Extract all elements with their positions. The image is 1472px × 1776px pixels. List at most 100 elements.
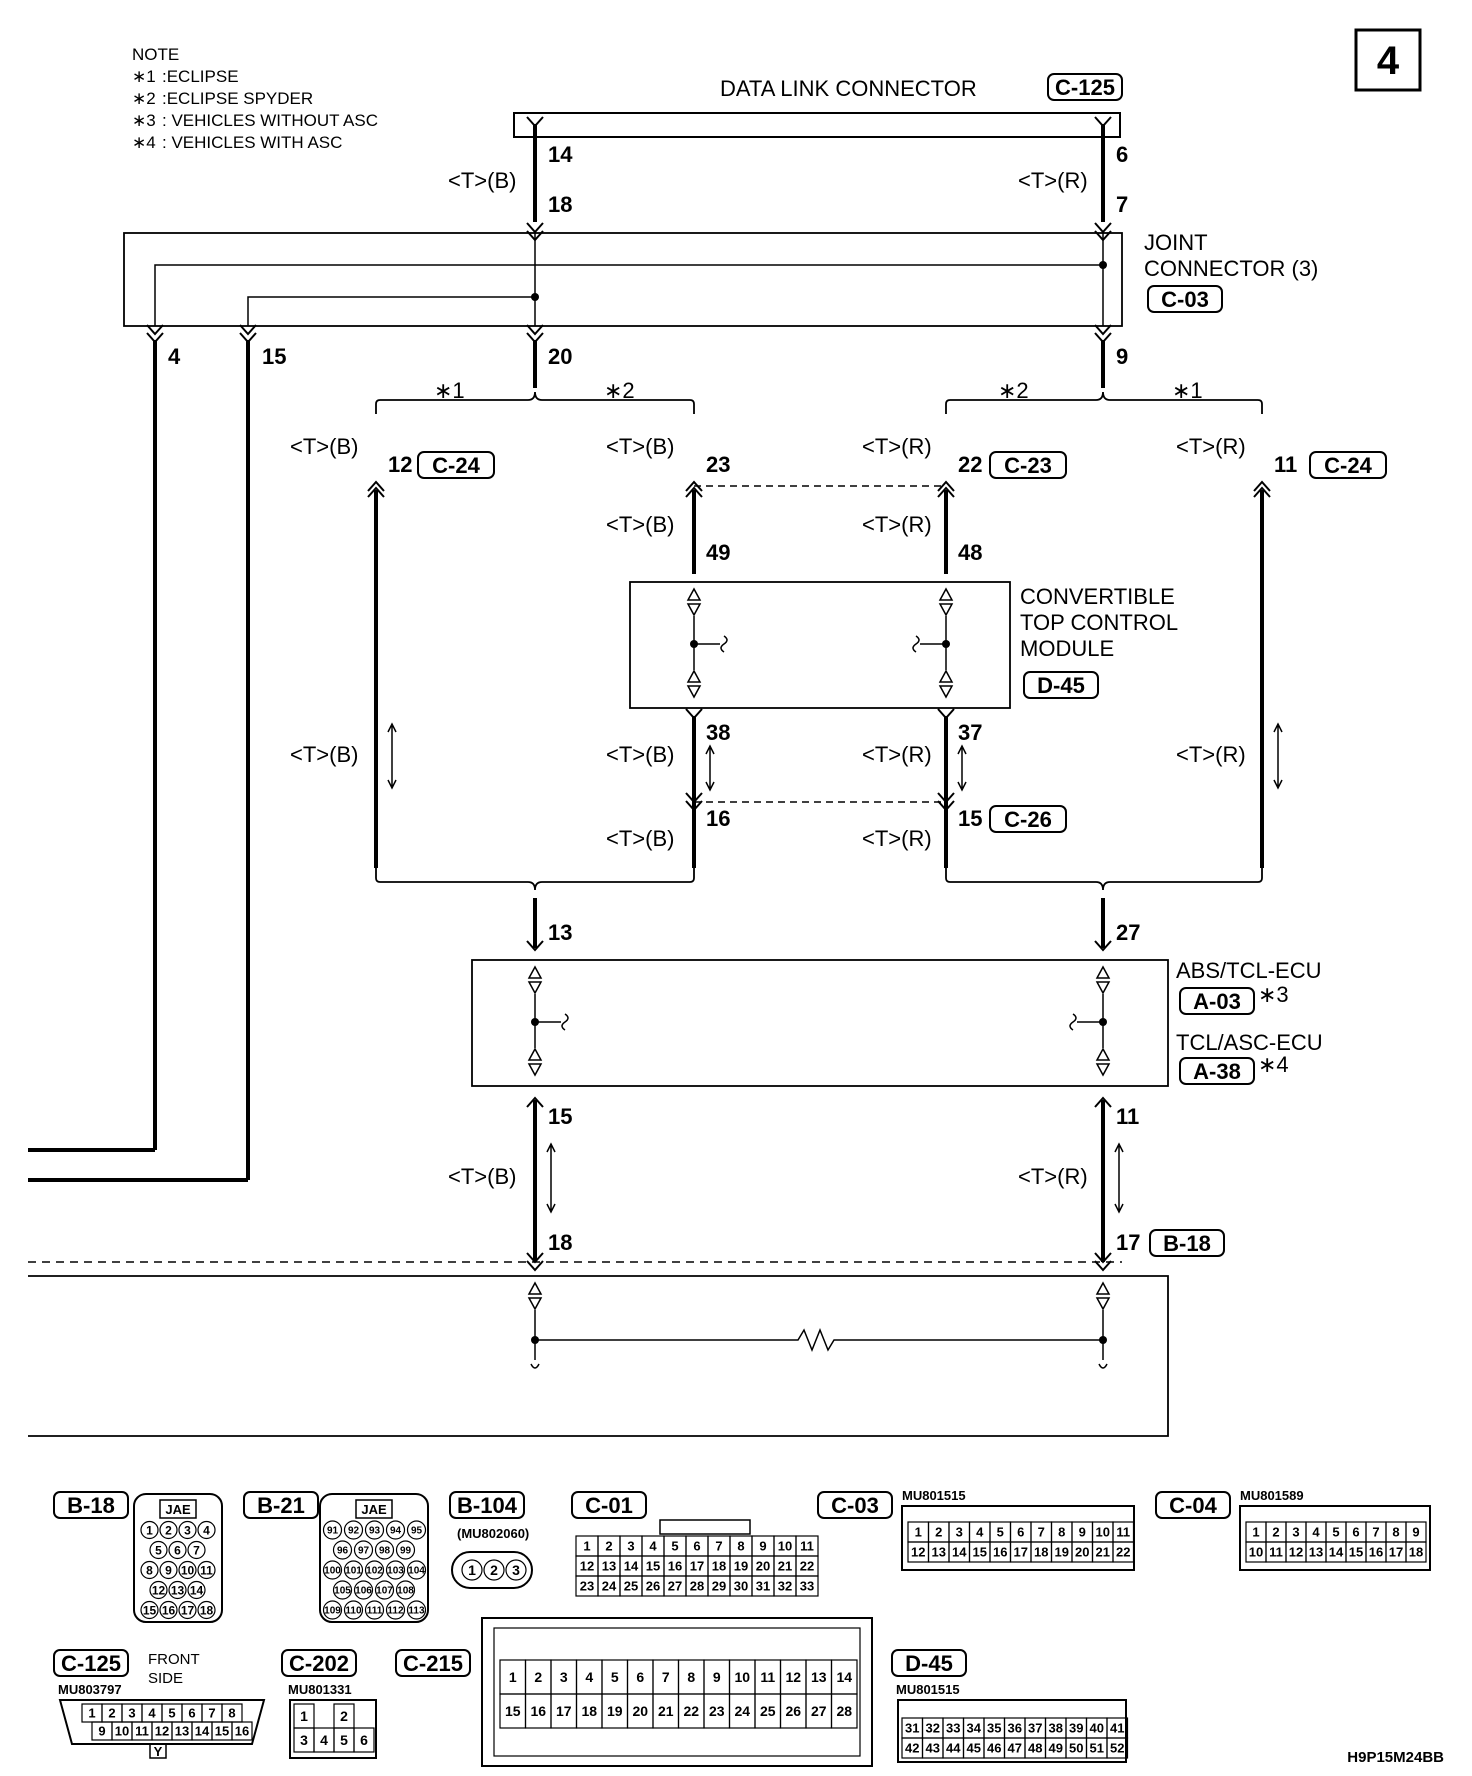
pin-18-b18: 18 [548,1230,572,1255]
pin-48: 48 [958,540,982,565]
legend-c215-pin: 12 [785,1669,801,1685]
legend-c03-pin: 7 [1038,1525,1045,1540]
legend-c125-pin: 1 [88,1706,95,1721]
legend-c04-pin: 4 [1312,1525,1320,1540]
note-text-4: : VEHICLES WITH ASC [162,133,342,152]
pin-13: 13 [548,920,572,945]
legend-b18-pin: 3 [184,1523,191,1537]
wire-label-b-16: <T>(B) [606,826,674,851]
legend-c215-pin: 6 [636,1669,644,1685]
legend-c03-pin: 5 [997,1525,1004,1540]
legend-c01-pin: 22 [800,1559,814,1574]
connector-a03: A-03 [1193,989,1241,1014]
legend-d45-pin: 38 [1049,1721,1063,1736]
module-label-1: CONVERTIBLE [1020,584,1175,609]
legend-c215-pin: 4 [585,1669,593,1685]
module-label-3: MODULE [1020,636,1114,661]
pin-9: 9 [1116,344,1128,369]
page-number-box [1354,28,1422,92]
legend-c01-pin: 9 [759,1539,766,1554]
legend-d45-pin: 49 [1049,1741,1063,1756]
variant-mark-1-left: ∗1 [434,378,465,403]
connector-marks-lower [526,940,1112,1271]
wire-label-r-11: <T>(R) [1176,434,1246,459]
variant-mark-2-left: ∗2 [604,378,635,403]
legend-b18-pin: 1 [146,1523,153,1537]
legend-c01-pin: 10 [778,1539,792,1554]
legend-c03-pin: 16 [993,1545,1007,1560]
legend-c03-pin: 17 [1014,1545,1028,1560]
legend-c01-pin: 26 [646,1579,660,1594]
legend-b21-pin: 111 [367,1606,383,1617]
pin-11-ecu: 11 [1116,1104,1139,1129]
legend-c03-pin: 13 [932,1545,946,1560]
module-label-2: TOP CONTROL [1020,610,1178,635]
resistor-icon [535,1327,1103,1353]
convertible-top-control-module: CONVERTIBLE TOP CONTROL MODULE D-45 [629,581,1178,709]
dlc-connector-badge [1047,73,1123,101]
legend-c03-pin: 4 [976,1525,984,1540]
legend-c04-pin: 7 [1372,1525,1379,1540]
legend-b21-pin: 99 [400,1546,412,1557]
legend-c01-pin: 15 [646,1559,660,1574]
legend-c04-pin: 9 [1412,1525,1419,1540]
legend-b18-brand: JAE [165,1502,191,1517]
ecu-name-2: TCL/ASC-ECU [1176,1030,1323,1055]
ecu-mark-4: ∗4 [1258,1052,1289,1077]
legend-c215-pin: 24 [734,1703,750,1719]
legend-c125-id: C-125 [61,1651,121,1676]
legend-c04-pin: 13 [1309,1545,1323,1560]
legend-c01-pin: 7 [715,1539,722,1554]
legend-c01-pin: 12 [580,1559,594,1574]
legend-c125-pin: 16 [235,1724,249,1739]
legend-b21-pin: 112 [387,1606,404,1617]
legend-c01-pin: 2 [605,1539,612,1554]
legend-d45-shape [897,1699,1127,1763]
legend-c04-pin: 10 [1249,1545,1263,1560]
legend-d45-pin: 47 [1008,1741,1022,1756]
pin-14: 14 [548,142,573,167]
note-text-2: :ECLIPSE SPYDER [162,89,313,108]
legend-b18-shape [133,1493,223,1623]
legend-b21-pin: 97 [358,1546,370,1557]
joint-label-2: CONNECTOR (3) [1144,256,1318,281]
legend-b21-pin: 96 [337,1546,349,1557]
legend-c125-pin: 12 [155,1724,169,1739]
pin-27: 27 [1116,920,1140,945]
legend-c125-pin: 4 [148,1706,156,1721]
wire-label-b-12: <T>(B) [290,434,358,459]
legend-c03-pin: 3 [956,1525,963,1540]
legend-c215-pin: 16 [530,1703,546,1719]
legend-b104-part: (MU802060) [457,1526,529,1541]
legend-c01-pin: 6 [693,1539,700,1554]
legend-c03-pin: 21 [1096,1545,1110,1560]
pin-15-c26: 15 [958,806,982,831]
pin-18-dlc: 18 [548,192,572,217]
legend-c125-key: Y [154,1744,163,1759]
legend-c215-pin: 28 [836,1703,852,1719]
legend-c03-part: MU801515 [902,1488,966,1503]
legend-c03-pin: 11 [1116,1525,1130,1540]
legend-b21-pin: 105 [334,1586,351,1597]
legend-d45-pin: 51 [1090,1741,1104,1756]
note-mark-4: ∗4 [132,133,156,152]
legend-c03-pin: 8 [1058,1525,1065,1540]
legend-c215-pin: 19 [607,1703,623,1719]
legend-d45-pin: 41 [1110,1721,1124,1736]
legend-c125-side: SIDE [148,1670,183,1687]
wire-label-r-right-mid: <T>(R) [1176,742,1246,767]
wire-label-r-15: <T>(R) [862,826,932,851]
legend-c01-pin: 20 [756,1559,770,1574]
legend-c125-front: FRONT [148,1651,200,1668]
legend-b18-pin: 15 [143,1603,157,1617]
legend-c215-pin: 2 [534,1669,542,1685]
notes-heading: NOTE [132,45,179,64]
variant-mark-1-right: ∗1 [1172,378,1203,403]
legend-c202-pin: 6 [360,1732,368,1748]
legend-c04-part: MU801589 [1240,1488,1304,1503]
pin-7: 7 [1116,192,1128,217]
legend-c01-pin: 16 [668,1559,682,1574]
legend-b21-pin: 106 [355,1586,372,1597]
legend-c01-pin: 3 [627,1539,634,1554]
